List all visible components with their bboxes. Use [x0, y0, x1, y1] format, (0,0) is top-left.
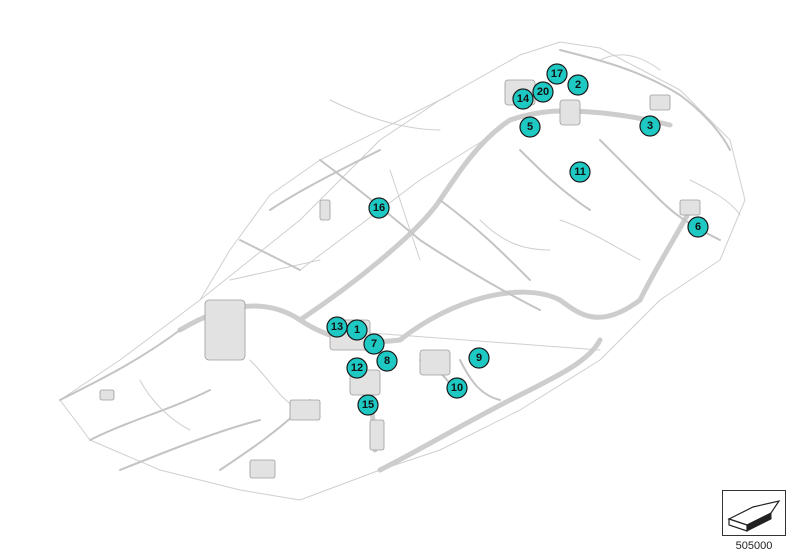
- svg-text:20: 20: [537, 86, 549, 98]
- wire-section-icon: [727, 500, 781, 532]
- svg-text:11: 11: [574, 166, 586, 178]
- callout-13[interactable]: 13: [326, 316, 348, 338]
- svg-text:1: 1: [354, 324, 360, 336]
- svg-text:6: 6: [695, 221, 701, 233]
- callout-6[interactable]: 6: [687, 216, 709, 238]
- svg-text:7: 7: [371, 338, 377, 350]
- svg-text:15: 15: [362, 399, 374, 411]
- callout-14[interactable]: 14: [512, 88, 534, 110]
- reference-symbol-box: [722, 490, 786, 536]
- harness-branches: [59, 49, 741, 471]
- svg-text:5: 5: [527, 121, 533, 133]
- vehicle-body-outline: [59, 41, 746, 501]
- harness-connectors: [99, 79, 701, 479]
- svg-text:16: 16: [373, 202, 385, 214]
- svg-text:10: 10: [451, 382, 463, 394]
- callout-3[interactable]: 3: [639, 115, 661, 137]
- svg-text:3: 3: [647, 120, 653, 132]
- main-harness: [177, 108, 693, 473]
- callout-5[interactable]: 5: [519, 116, 541, 138]
- callout-11[interactable]: 11: [569, 161, 591, 183]
- callout-8[interactable]: 8: [376, 350, 398, 372]
- callout-17[interactable]: 17: [546, 63, 568, 85]
- svg-text:9: 9: [476, 352, 482, 364]
- svg-text:8: 8: [384, 355, 390, 367]
- callout-7[interactable]: 7: [363, 333, 385, 355]
- callout-10[interactable]: 10: [446, 377, 468, 399]
- callout-9[interactable]: 9: [468, 347, 490, 369]
- callout-2[interactable]: 2: [567, 74, 589, 96]
- svg-text:2: 2: [575, 79, 581, 91]
- svg-text:17: 17: [551, 68, 563, 80]
- callout-12[interactable]: 12: [346, 357, 368, 379]
- callout-16[interactable]: 16: [368, 197, 390, 219]
- svg-text:14: 14: [517, 93, 530, 105]
- diagram-reference-number: 505000: [735, 540, 773, 552]
- svg-text:12: 12: [351, 362, 363, 374]
- callout-20[interactable]: 20: [532, 81, 554, 103]
- svg-text:13: 13: [331, 321, 343, 333]
- callouts: 17 2 20 14 5 3 11 16 6 13 1: [326, 63, 709, 416]
- callout-1[interactable]: 1: [346, 319, 368, 341]
- callout-15[interactable]: 15: [357, 394, 379, 416]
